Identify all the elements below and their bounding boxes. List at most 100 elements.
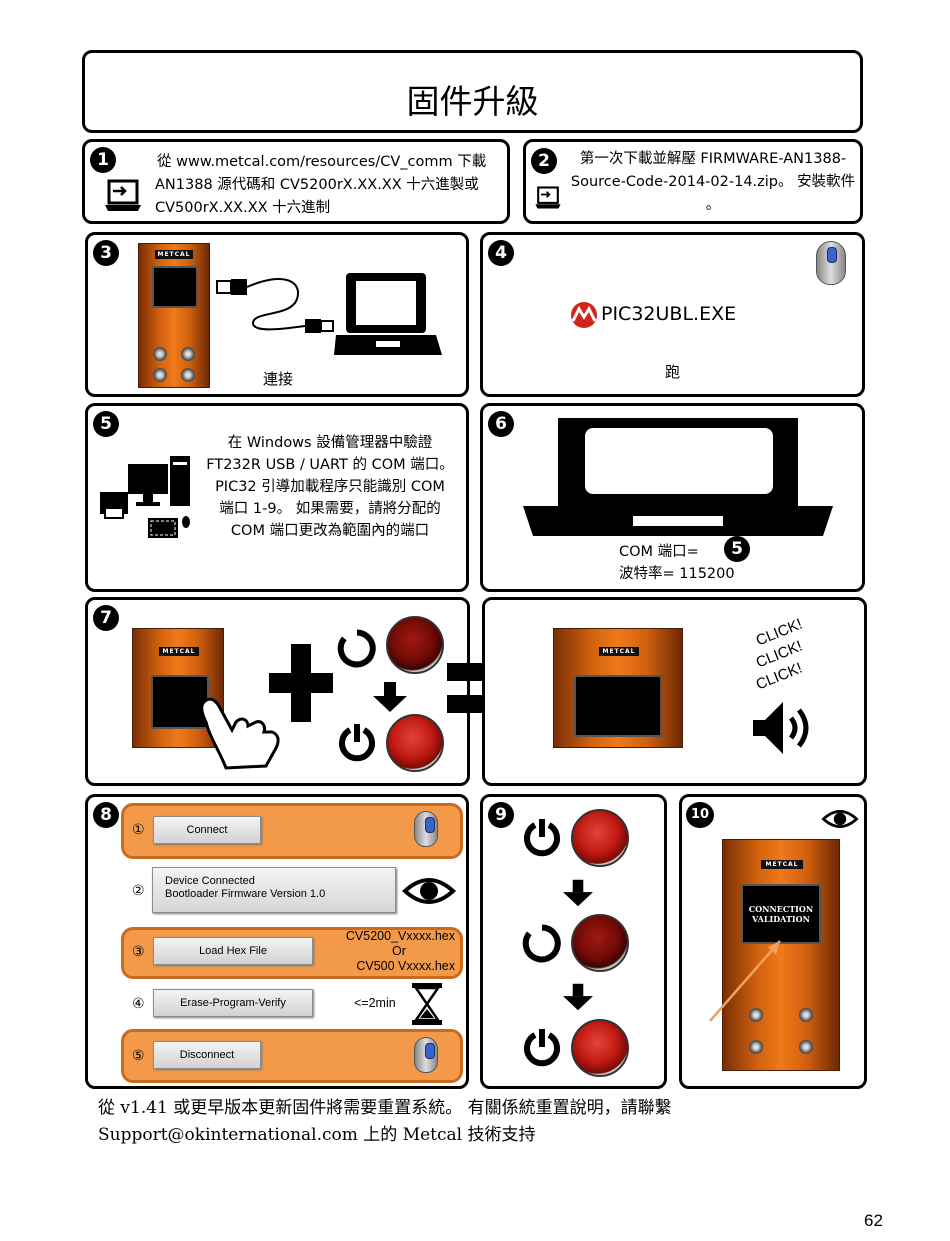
- step-2-line-2: Source-Code-2014-02-14.zip。 安裝軟件: [570, 174, 856, 190]
- page-number: 62: [864, 1211, 883, 1230]
- step-7-panel: 7 METCAL: [85, 597, 470, 786]
- step-10-panel: 10 METCAL CONNECTION VALIDATION: [679, 794, 867, 1089]
- disconnect-button[interactable]: Disconnect: [153, 1041, 261, 1069]
- device-port: [749, 1008, 763, 1022]
- footer-line-2: Support@okinternational.com 上的 Metcal 技術…: [98, 1125, 536, 1145]
- metcal-device: METCAL: [553, 628, 683, 748]
- step-number: 4: [488, 240, 514, 266]
- step-5-line-3: PIC32 引導加載程序只能識別 COM: [215, 479, 445, 495]
- page-title: 固件升級: [406, 82, 539, 121]
- step-1-line-1: 從 www.metcal.com/resources/CV_comm 下載: [157, 154, 487, 170]
- device-port: [749, 1040, 763, 1054]
- usb-cable-icon: [216, 278, 334, 333]
- pointer-arrow: [709, 940, 781, 1022]
- step-1-line-2: AN1388 源代碼和 CV5200rX.XX.XX 十六進製或: [155, 177, 479, 193]
- row-number: ①: [132, 822, 145, 838]
- plus-icon: [269, 644, 333, 722]
- step-number: 7: [93, 605, 119, 631]
- power-button-dark: [571, 914, 629, 972]
- mouse-click-icon: [414, 1037, 438, 1073]
- step-number: 5: [93, 411, 119, 437]
- power-off-icon: [337, 629, 376, 668]
- power-button-dark: [386, 616, 444, 674]
- step-5-reference-badge: 5: [724, 536, 750, 562]
- step-number: 10: [686, 802, 714, 828]
- time-estimate: <=2min: [354, 996, 396, 1010]
- device-port: [799, 1040, 813, 1054]
- step-2-line-3: 。: [705, 197, 721, 213]
- step-1-panel: 1 從 www.metcal.com/resources/CV_comm 下載 …: [82, 139, 510, 224]
- hex-file-cv500: CV500 Vxxxx.hex: [356, 959, 455, 973]
- power-button-lit: [571, 809, 629, 867]
- load-hex-file-button[interactable]: Load Hex File: [153, 937, 313, 965]
- hourglass-icon: [412, 983, 442, 1025]
- row-number: ⑤: [132, 1048, 145, 1064]
- device-port: [181, 347, 195, 361]
- step-3-panel: 3 METCAL 連接: [85, 232, 469, 397]
- step-6-panel: 6 COM 端口= 5 波特率= 115200: [480, 403, 865, 592]
- microchip-logo-icon: [571, 302, 597, 328]
- step-number: 2: [531, 148, 557, 174]
- metcal-logo: METCAL: [761, 860, 803, 869]
- laptop-install-icon: [535, 186, 561, 209]
- step-9-panel: 9: [480, 794, 667, 1089]
- device-connected-line-1: Device Connected: [165, 875, 255, 887]
- computer-icon: [100, 456, 190, 538]
- step-8-panel: 8 ① Connect ② Device Connected Bootloade…: [85, 794, 469, 1089]
- step-4-label: 跑: [665, 363, 681, 381]
- hex-file-cv5200: CV5200_Vxxxx.hex: [345, 929, 455, 943]
- arrow-down-icon: [373, 682, 407, 712]
- device-port: [153, 347, 167, 361]
- row-number: ④: [132, 996, 145, 1012]
- screen-text-2: VALIDATION: [752, 914, 810, 924]
- eye-icon: [821, 810, 859, 828]
- metcal-logo: METCAL: [155, 250, 193, 259]
- row-number: ③: [132, 944, 145, 960]
- device-connected-message: Device Connected Bootloader Firmware Ver…: [152, 867, 396, 913]
- power-on-icon: [339, 724, 375, 762]
- connect-button[interactable]: Connect: [153, 816, 261, 844]
- step-number: 1: [90, 147, 116, 173]
- power-on-icon: [524, 819, 560, 857]
- step-2-panel: 2 第一次下載並解壓 FIRMWARE-AN1388- Source-Code-…: [523, 139, 863, 224]
- metcal-device: METCAL: [138, 243, 210, 388]
- speaker-sound-icon: [753, 702, 809, 754]
- step-5-line-2: FT232R USB / UART 的 COM 端口。: [206, 457, 454, 473]
- screen-text-1: CONNECTION: [748, 904, 814, 914]
- hex-file-names: CV5200_Vxxxx.hex Or CV500 Vxxxx.hex: [323, 929, 455, 974]
- mouse-click-icon: [414, 811, 438, 847]
- arrow-down-icon: [563, 983, 593, 1011]
- step-5-line-5: COM 端口更改為範圍內的端口: [230, 523, 430, 539]
- laptop-icon: [334, 273, 442, 355]
- device-screen: CONNECTION VALIDATION: [741, 884, 821, 944]
- step-2-line-1: 第一次下載並解壓 FIRMWARE-AN1388-: [579, 151, 847, 167]
- footer-note: 從 v1.41 或更早版本更新固件將需要重置系統。 有關係統重置說明，請聯繫 S…: [98, 1095, 672, 1149]
- eye-icon: [402, 878, 456, 904]
- mouse-click-icon: [816, 241, 846, 285]
- erase-program-verify-button[interactable]: Erase-Program-Verify: [153, 989, 313, 1017]
- metcal-logo: METCAL: [599, 647, 639, 656]
- power-on-icon: [524, 1029, 560, 1067]
- step-1-line-3: CV500rX.XX.XX 十六進制: [155, 200, 331, 216]
- exe-name: PIC32UBL.EXE: [601, 303, 737, 325]
- laptop-download-icon: [105, 179, 141, 211]
- metcal-device: METCAL CONNECTION VALIDATION: [722, 839, 840, 1071]
- step-7-result-panel: METCAL CLICK! CLICK! CLICK!: [482, 597, 867, 786]
- step-5-line-4: 端口 1-9。 如果需要，請將分配的: [219, 501, 441, 517]
- power-button-lit: [571, 1019, 629, 1077]
- laptop-icon: [523, 418, 833, 536]
- baud-rate-label: 波特率= 115200: [619, 566, 735, 582]
- device-port: [153, 368, 167, 382]
- step-4-panel: 4 PIC32UBL.EXE 跑: [480, 232, 865, 397]
- hand-pointer-icon: [200, 697, 280, 770]
- device-screen: [152, 266, 198, 308]
- device-connected-line-2: Bootloader Firmware Version 1.0: [165, 888, 326, 900]
- step-5-panel: 5 在 Windows 設備管理器中驗證 FT232R USB / UART 的…: [85, 403, 469, 592]
- step-number: 6: [488, 411, 514, 437]
- device-port: [181, 368, 195, 382]
- power-off-icon: [522, 924, 561, 963]
- step-5-line-1: 在 Windows 設備管理器中驗證: [227, 435, 433, 451]
- step-number: 9: [488, 802, 514, 828]
- device-port: [799, 1008, 813, 1022]
- row-number: ②: [132, 883, 145, 899]
